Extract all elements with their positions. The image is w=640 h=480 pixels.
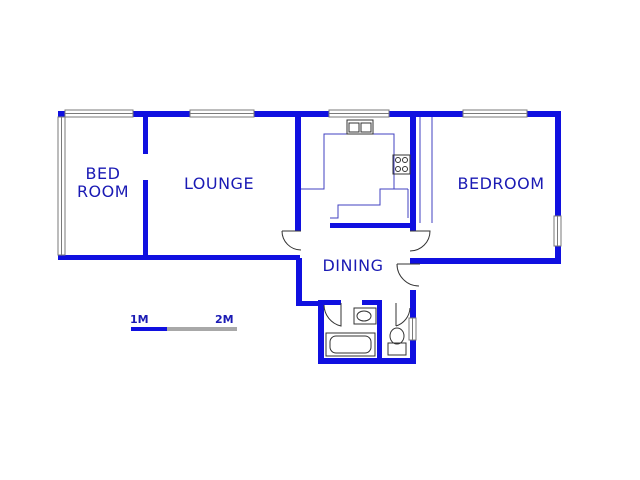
bed-room-label: BED ROOM xyxy=(72,165,134,201)
kitchen-counter xyxy=(301,117,433,223)
scale-bar xyxy=(131,327,237,331)
lounge-label: LOUNGE xyxy=(183,174,255,193)
bed-room-label-line2: ROOM xyxy=(76,182,130,201)
door-bath-left xyxy=(323,303,342,327)
scale-label-1m: 1M xyxy=(130,313,149,326)
scale-label-2m: 2M xyxy=(215,313,234,326)
doors xyxy=(281,230,431,327)
kitchen-sink-icon xyxy=(346,119,374,135)
bathtub-icon xyxy=(325,332,376,357)
bedroom-label: BEDROOM xyxy=(457,174,545,193)
door-lounge-dining xyxy=(281,230,302,251)
walls xyxy=(58,111,561,364)
basin-icon xyxy=(353,307,377,325)
bed-room-label-line1: BED xyxy=(85,164,121,183)
door-bedroom-dining xyxy=(396,263,420,287)
door-bath-right xyxy=(395,303,411,327)
toilet-icon xyxy=(387,327,407,356)
dining-label: DINING xyxy=(322,256,384,275)
door-kitchen-dining xyxy=(409,230,431,252)
stove-icon xyxy=(392,154,411,175)
